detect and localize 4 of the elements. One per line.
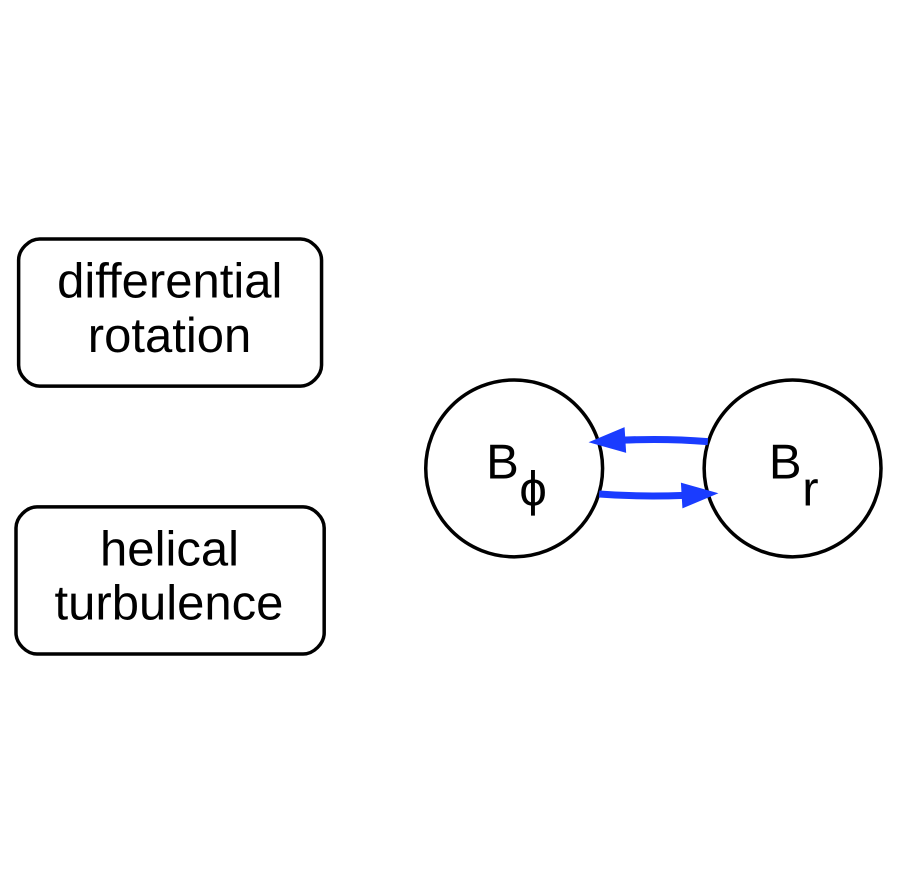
arrow [598, 482, 718, 508]
arrow [588, 426, 708, 452]
node-box: helical turbulence [14, 504, 326, 656]
node-box: differential rotation [16, 236, 324, 388]
